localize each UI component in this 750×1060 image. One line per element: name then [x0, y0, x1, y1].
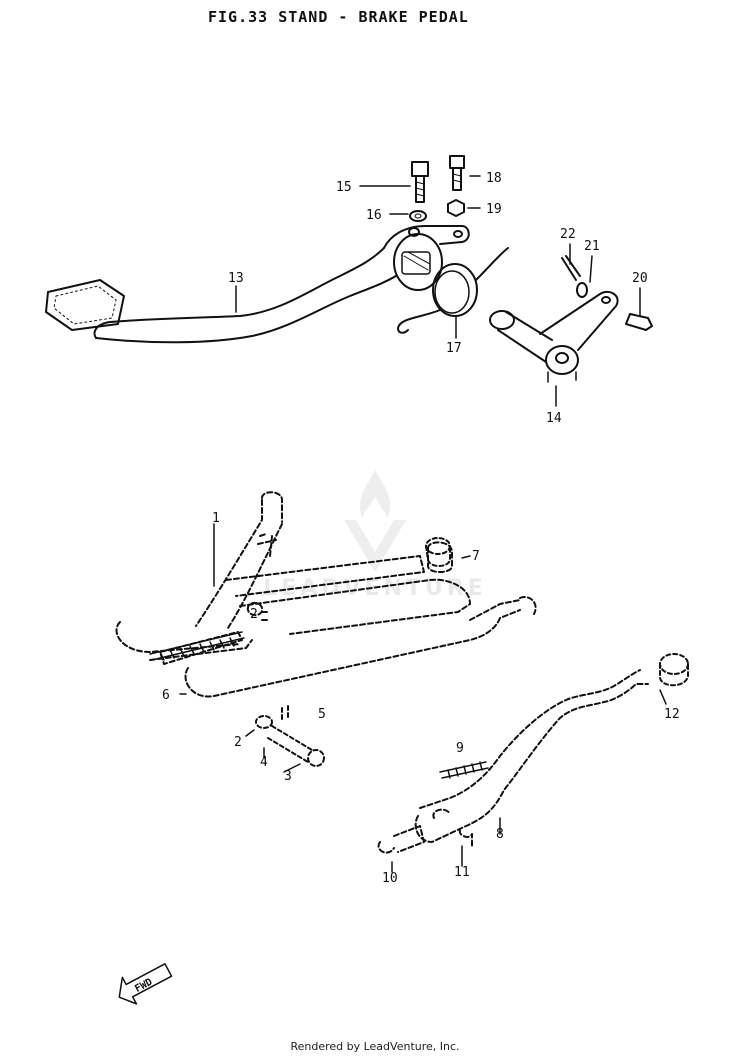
callout-9: 9 [456, 741, 464, 756]
callout-2b: 2 [250, 607, 258, 622]
rubber-stop [425, 537, 451, 567]
callout-7: 7 [472, 549, 480, 564]
callout-5: 5 [318, 707, 326, 722]
leader-lines-bottom [179, 523, 667, 873]
callout-2: 2 [234, 735, 242, 750]
bolt-15 [411, 161, 429, 203]
callout-15: 15 [336, 180, 352, 195]
callout-13: 13 [228, 271, 244, 286]
stand-pivot-parts [255, 705, 325, 767]
pivot-shaft [489, 290, 619, 383]
callout-17: 17 [446, 341, 462, 356]
callout-4: 4 [260, 755, 268, 770]
callout-18: 18 [486, 171, 502, 186]
callout-labels: 15 16 18 19 13 17 22 21 20 14 1 7 2 6 5 … [162, 171, 680, 886]
side-stand [377, 669, 649, 854]
callout-19: 19 [486, 202, 502, 217]
callout-21: 21 [584, 239, 600, 254]
watermark-logo-icon [344, 470, 406, 572]
bolt-18 [449, 155, 465, 191]
callout-6: 6 [162, 688, 170, 703]
callout-22: 22 [560, 227, 576, 242]
side-stand-spring [439, 761, 489, 779]
center-stand [115, 491, 537, 698]
callout-14: 14 [546, 411, 562, 426]
washer-21 [576, 282, 588, 298]
return-spring [397, 247, 509, 334]
callout-20: 20 [632, 271, 648, 286]
callout-12: 12 [664, 707, 680, 722]
figure-title: FIG.33 STAND - BRAKE PEDAL [208, 8, 469, 26]
stand-spring [149, 631, 245, 661]
callout-8: 8 [496, 827, 504, 842]
callout-11: 11 [454, 865, 470, 880]
leader-lines-top [235, 175, 641, 407]
footer-credit: Rendered by LeadVenture, Inc. [290, 1040, 460, 1053]
callout-16: 16 [366, 208, 382, 223]
washer-16 [409, 210, 427, 222]
pin-20 [625, 313, 653, 331]
fwd-arrow-icon: FWD [118, 963, 173, 1005]
callout-1: 1 [212, 511, 220, 526]
callout-3: 3 [284, 769, 292, 784]
cotter-pin-22 [561, 255, 581, 281]
callout-10: 10 [382, 871, 398, 886]
nut-19 [447, 199, 465, 217]
side-stand-rubber [659, 653, 689, 687]
brake-pedal-arm [45, 225, 470, 344]
